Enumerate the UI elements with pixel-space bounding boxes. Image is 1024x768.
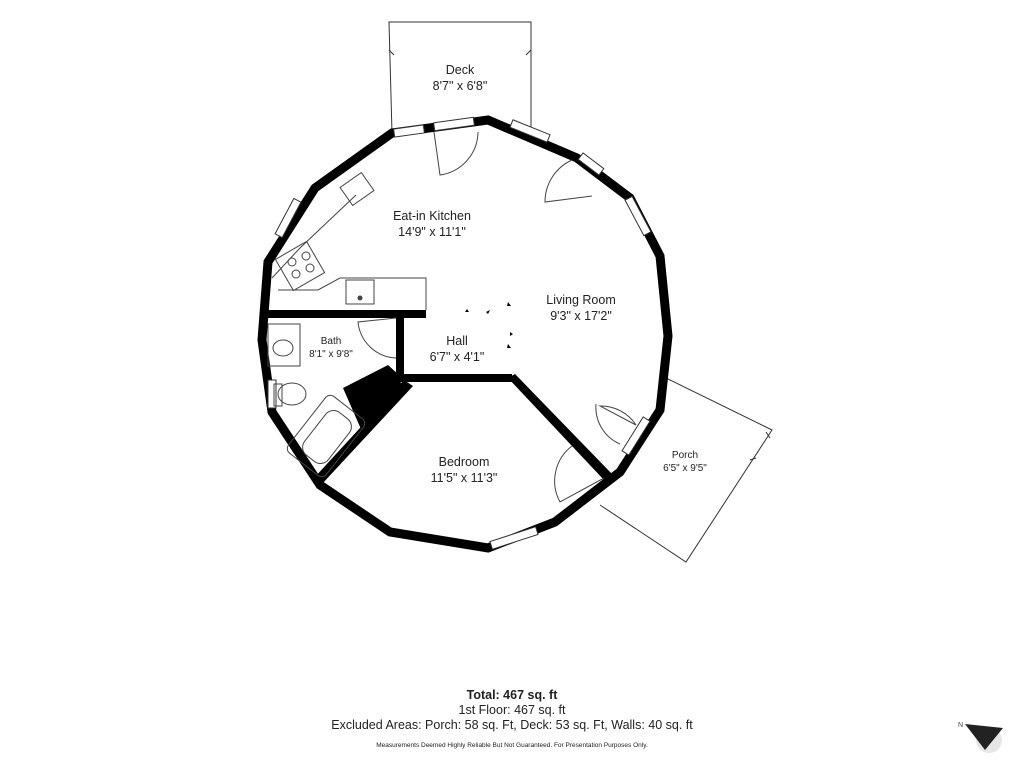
room-dimensions: 8'1" x 9'8": [309, 348, 353, 361]
floor-area: 1st Floor: 467 sq. ft: [0, 703, 1024, 718]
room-label-hall: Hall 6'7" x 4'1": [430, 333, 485, 365]
room-name: Bath: [309, 335, 353, 348]
bath-sink: [268, 324, 300, 366]
room-dimensions: 9'3" x 17'2": [546, 308, 615, 324]
room-dimensions: 14'9" x 11'1": [393, 224, 471, 240]
room-label-eat-in-kitchen: Eat-in Kitchen 14'9" x 11'1": [393, 208, 471, 240]
porch-arrow-top: [766, 432, 770, 438]
room-name: Bedroom: [431, 454, 498, 470]
room-name: Living Room: [546, 292, 615, 308]
room-name: Hall: [430, 333, 485, 349]
room-label-bath: Bath 8'1" x 9'8": [309, 335, 353, 361]
disclaimer: Measurements Deemed Highly Reliable But …: [0, 742, 1024, 749]
room-name: Eat-in Kitchen: [393, 208, 471, 224]
room-label-deck: Deck 8'7" x 6'8": [433, 62, 488, 94]
room-dimensions: 8'7" x 6'8": [433, 78, 488, 94]
room-label-living-room: Living Room 9'3" x 17'2": [546, 292, 615, 324]
room-dimensions: 11'5" x 11'3": [431, 470, 498, 486]
room-dimensions: 6'5" x 9'5": [663, 462, 707, 475]
room-dimensions: 6'7" x 4'1": [430, 349, 485, 365]
kitchen-appliance: [340, 173, 374, 206]
compass-icon: [955, 718, 1005, 754]
area-summary: Total: 467 sq. ft 1st Floor: 467 sq. ft …: [0, 688, 1024, 733]
kitchen-fixtures: [272, 173, 426, 310]
room-label-porch: Porch 6'5" x 9'5": [663, 449, 707, 475]
room-label-bedroom: Bedroom 11'5" x 11'3": [431, 454, 498, 486]
room-name: Deck: [433, 62, 488, 78]
total-area: Total: 467 sq. ft: [0, 688, 1024, 703]
deck-arrow-right: [526, 50, 531, 55]
excluded-areas: Excluded Areas: Porch: 58 sq. Ft, Deck: …: [0, 718, 1024, 733]
room-name: Porch: [663, 449, 707, 462]
